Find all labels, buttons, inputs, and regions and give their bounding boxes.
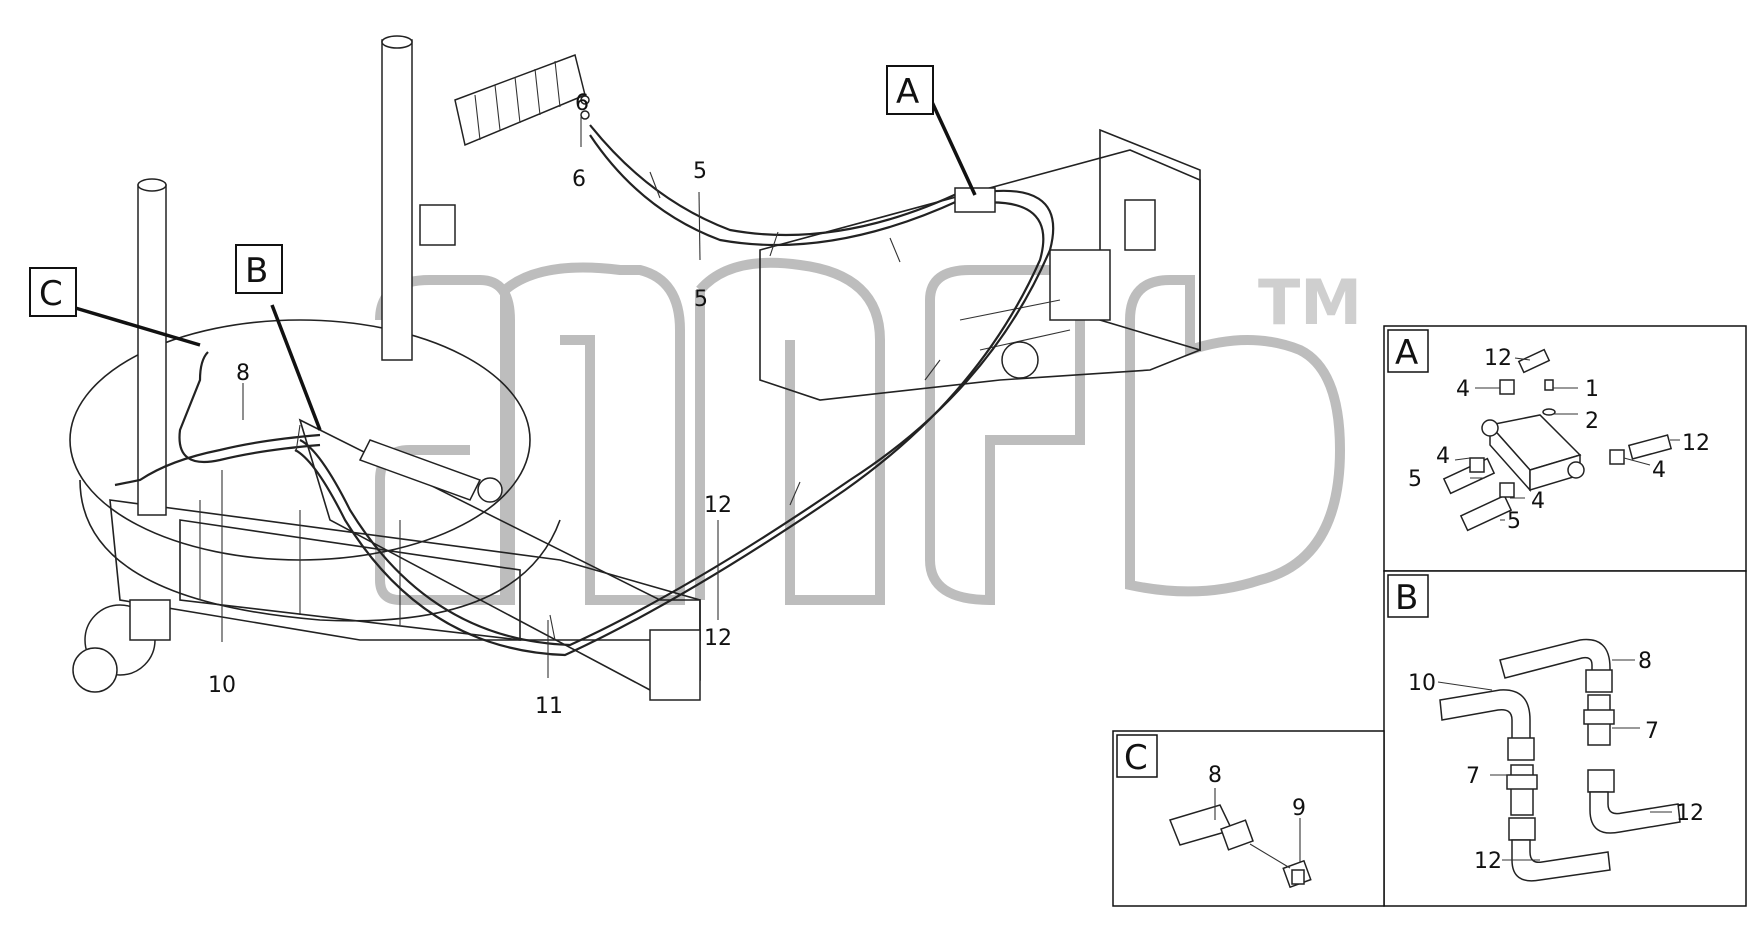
svg-text:A: A: [896, 72, 919, 112]
detail-b-callout-7-right: 7: [1645, 719, 1659, 744]
detail-a-callout-2: 2: [1585, 409, 1599, 434]
callout-12-lower: 12: [704, 626, 732, 651]
callout-10: 10: [208, 673, 236, 698]
tag-b-detail: B: [1395, 578, 1418, 618]
detail-b-callout-10: 10: [1408, 671, 1436, 696]
tag-c-main: C: [29, 267, 77, 317]
detail-a-callout-4-right: 4: [1652, 458, 1666, 483]
tag-a-main: A: [886, 65, 934, 115]
tag-b-main: B: [235, 244, 283, 294]
callout-5-upper: 5: [693, 159, 707, 184]
main-leader-lines: [71, 101, 977, 678]
callout-8: 8: [236, 361, 250, 386]
detail-a-panel: A 12 4 1 2 12 4 4 4 5 5: [1383, 325, 1747, 572]
detail-b-callout-12-right: 12: [1676, 801, 1704, 826]
callout-5-lower: 5: [694, 287, 708, 312]
detail-b-callout-8: 8: [1638, 649, 1652, 674]
detail-a-callout-4-left: 4: [1436, 444, 1450, 469]
detail-c-panel: C 8 9: [1112, 730, 1385, 907]
detail-a-callout-5-left: 5: [1408, 467, 1422, 492]
callout-6-lower: 6: [572, 167, 586, 192]
detail-a-callout-4-bottom: 4: [1531, 489, 1545, 514]
svg-text:B: B: [245, 251, 268, 291]
hoses: [114, 124, 1055, 657]
detail-a-callout-5-bottom: 5: [1507, 509, 1521, 534]
detail-c-callout-9: 9: [1292, 796, 1306, 821]
machine-drawing: [69, 35, 1201, 701]
watermark-logo: TM: [375, 257, 1362, 606]
detail-a-callout-12-top: 12: [1484, 346, 1512, 371]
detail-a-callout-1: 1: [1585, 377, 1599, 402]
tag-a-detail: A: [1395, 333, 1418, 373]
detail-b-panel: B 10 8 7 7 12 12: [1383, 570, 1747, 907]
watermark-trademark: TM: [1258, 266, 1362, 339]
detail-b-callout-7-left: 7: [1466, 764, 1480, 789]
tag-c-detail: C: [1124, 738, 1148, 778]
svg-text:C: C: [39, 274, 63, 314]
detail-b-callout-12-bottom: 12: [1474, 849, 1502, 874]
detail-a-callout-4-top: 4: [1456, 377, 1470, 402]
detail-c-callout-8: 8: [1208, 763, 1222, 788]
callout-6-upper: 6: [575, 91, 589, 116]
callout-11: 11: [535, 694, 563, 719]
detail-a-callout-12-right: 12: [1682, 431, 1710, 456]
callout-12-upper: 12: [704, 493, 732, 518]
